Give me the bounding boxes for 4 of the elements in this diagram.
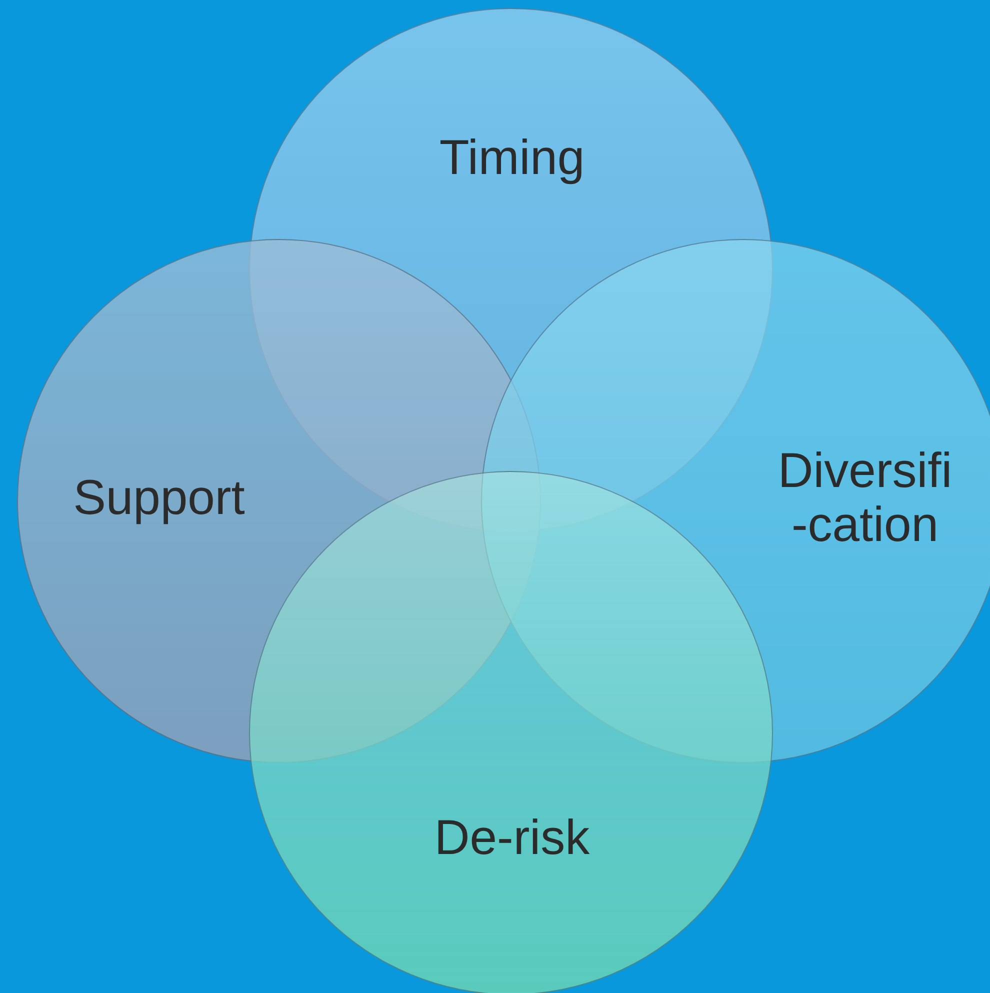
circle-label: Support: [72, 472, 246, 526]
circle-label: De-risk: [433, 812, 591, 866]
circle-label: Diversifi -cation: [776, 445, 954, 553]
circle-label: Timing: [438, 132, 586, 186]
